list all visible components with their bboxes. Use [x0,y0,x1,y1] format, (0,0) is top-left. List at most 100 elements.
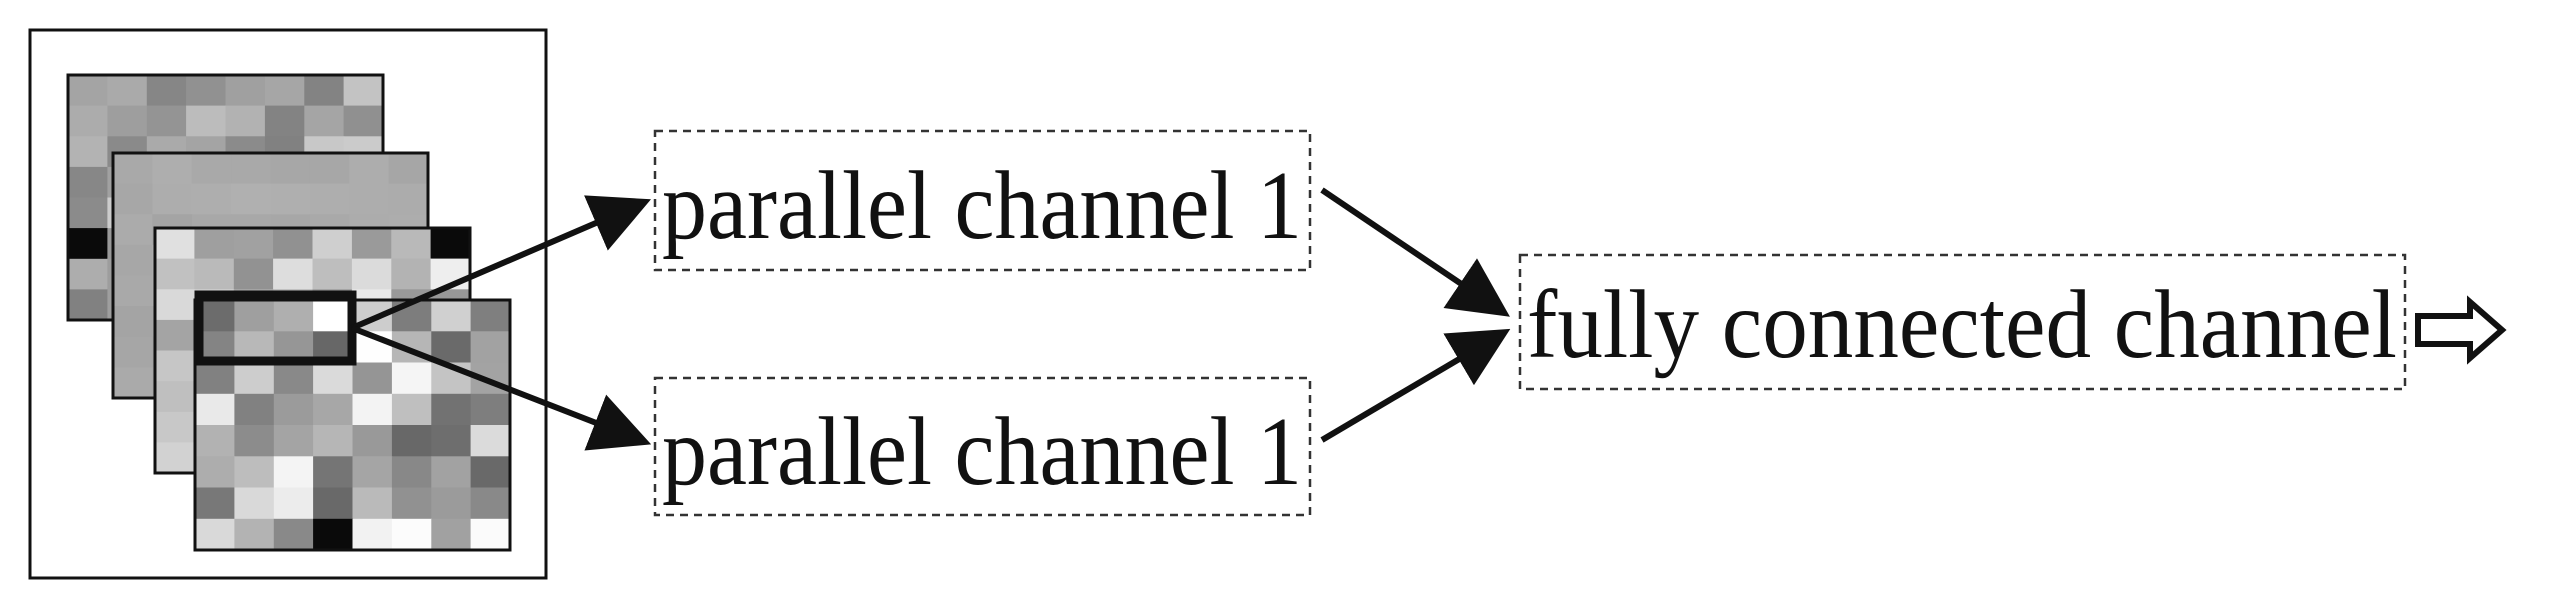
pixel-cell [195,487,235,520]
pixel-cell [233,258,274,290]
pixel-cell [234,425,275,457]
pixel-cell [264,105,305,137]
pixel-cell [191,183,232,215]
pixel-cell [68,289,108,321]
pixel-cell [191,153,232,185]
pixel-cell [273,258,314,290]
pixel-cell [186,105,227,137]
pixel-cell [349,183,390,215]
pixel-cell [312,228,353,260]
pixel-cell [270,153,311,185]
pixel-cell [113,244,153,277]
pixel-cell [225,105,266,137]
pixel-cell [68,197,108,229]
pixel-cell [313,518,354,551]
pixel-cell [155,381,195,413]
pixel-cell [352,425,393,457]
pixel-cell [113,367,153,399]
hollow-right-arrow-icon [2415,295,2507,365]
pixel-cell [352,487,393,520]
pixel-cell [152,153,193,185]
pixel-cell [391,393,432,426]
pixel-cell [68,105,108,137]
pixel-cell [388,183,429,215]
pixel-cell [351,258,392,290]
pixel-cell [309,183,350,215]
pixel-cell [431,300,472,332]
pixel-cell [68,258,108,290]
pixel-cell [155,411,195,443]
pixel-cell [146,105,187,137]
pixel-cell [304,75,345,107]
pixel-cell [234,300,275,332]
pixel-cell [234,362,275,395]
pixel-cell [233,228,274,260]
pixel-cell [391,518,432,551]
parallel-channel-bottom-label: parallel channel 1 [662,398,1302,506]
pixel-cell [113,336,153,368]
pixel-cell [352,362,393,395]
parallel-channel-top: parallel channel 1 [653,129,1312,272]
pixel-cell [431,331,472,364]
pixel-cell [231,153,272,185]
pixel-cell [225,75,266,107]
parallel-channel-bottom: parallel channel 1 [653,376,1312,517]
pixel-cell [186,75,227,107]
pixel-cell [391,362,432,395]
pixel-cell [304,105,345,137]
pixel-cell [273,300,314,332]
pixel-cell [352,518,393,551]
pixel-cell [343,105,384,137]
pixel-cell [273,362,314,395]
pixel-cell [231,183,272,215]
pixel-cell [68,136,108,168]
pixel-cell [195,393,235,426]
pixel-cell [113,153,153,185]
parallel-channel-top-label: parallel channel 1 [662,152,1302,260]
pixel-cell [155,258,195,290]
pixel-cell [470,425,511,457]
pixel-cell [234,456,275,489]
pixel-cell [155,289,195,321]
pixel-cell [273,456,314,489]
pixel-cell [113,306,153,338]
pixel-cell [195,518,235,551]
pixel-cell [391,425,432,457]
pixel-cell [391,228,432,260]
pixel-cell [107,105,148,137]
pixel-cell [68,228,108,260]
pixel-cell [313,487,354,520]
pixel-cell [234,393,275,426]
pixel-cell [155,319,195,352]
pixel-cell [470,456,511,489]
pixel-cell [470,331,511,364]
pixel-cell [195,362,235,395]
pixel-cell [391,258,432,290]
pixel-cell [470,393,511,426]
pixel-cell [155,350,195,382]
pixel-cell [352,393,393,426]
pixel-cell [352,456,393,489]
pixel-cell [68,75,108,107]
pixel-cell [351,228,392,260]
pixel-cell [68,166,108,199]
pixel-cell [313,393,354,426]
pixel-cell [431,456,472,489]
pixel-cell [194,228,235,260]
pixel-cell [234,518,275,551]
pixel-cell [431,518,472,551]
pixel-cell [273,228,314,260]
pixel-cell [273,518,314,551]
pixel-cell [430,228,471,260]
pixel-cell [146,75,187,107]
pixel-cell [470,518,511,551]
pixel-cell [431,393,472,426]
pixel-cell [313,456,354,489]
pixel-cell [270,183,311,215]
pixel-cell [312,258,353,290]
pixel-cell [313,425,354,457]
pixel-cell [155,442,195,474]
arrow-to-top-channel [350,195,652,331]
pixel-cell [113,183,153,215]
